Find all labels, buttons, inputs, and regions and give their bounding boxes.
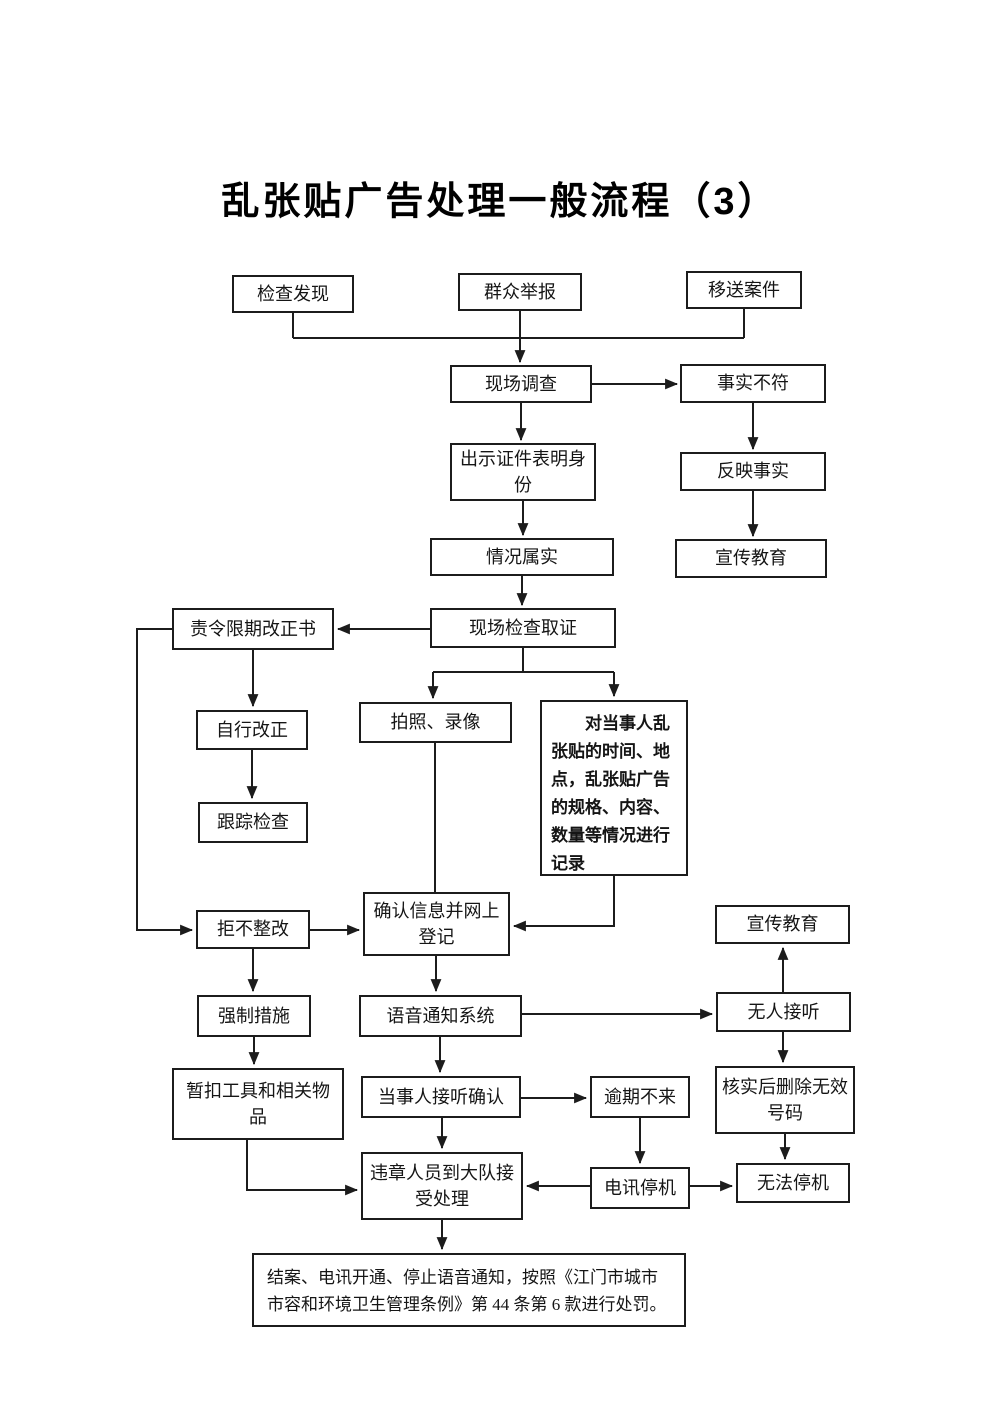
node-no-answer: 无人接听 [716,992,851,1032]
edge-record-details-to-confirm-register [512,876,615,932]
node-confirm-register: 确认信息并网上登记 [363,892,510,956]
node-self-correct: 自行改正 [196,710,308,750]
node-delete-invalid-numbers: 核实后删除无效号码 [715,1066,855,1134]
edge-rectification-order-to-refuse-rectify [136,628,194,936]
edge-confiscate-tools-to-violator-to-brigade [246,1140,359,1196]
node-facts-mismatch: 事实不符 [680,364,826,403]
node-inspection-found: 检查发现 [232,275,354,313]
node-confiscate-tools: 暂扣工具和相关物品 [172,1068,344,1140]
node-record-details: 对当事人乱张贴的时间、地点，乱张贴广告的规格、内容、数量等情况进行记录 [540,700,688,876]
node-publicity-education-top: 宣传教育 [675,539,827,578]
node-compulsory-measures: 强制措施 [197,995,311,1037]
node-onsite-investigation: 现场调查 [450,365,592,403]
node-refuse-rectify: 拒不整改 [196,910,310,949]
edge-group [136,309,791,1251]
node-party-answers: 当事人接听确认 [361,1076,521,1118]
node-telecom-suspension: 电讯停机 [590,1167,690,1209]
node-photo-video: 拍照、录像 [359,702,512,743]
node-reflect-facts: 反映事实 [680,452,826,491]
node-situation-true: 情况属实 [430,538,614,576]
node-transferred-case: 移送案件 [686,271,802,309]
node-show-credentials: 出示证件表明身份 [450,443,596,501]
node-overdue-no-show: 逾期不来 [590,1076,690,1118]
page-title: 乱张贴广告处理一般流程（3） [221,181,779,223]
node-public-report: 群众举报 [458,273,582,311]
node-case-closure: 结案、电讯开通、停止语音通知，按照《江门市城市市容和环境卫生管理条例》第 44 … [252,1253,686,1327]
node-violator-to-brigade: 违章人员到大队接受处理 [361,1152,523,1220]
node-cannot-suspend: 无法停机 [736,1163,850,1203]
node-rectification-order: 责令限期改正书 [172,608,334,650]
node-voice-notification: 语音通知系统 [359,995,522,1037]
node-onsite-evidence: 现场检查取证 [430,608,616,648]
node-publicity-education-right: 宣传教育 [715,905,850,944]
node-follow-up-check: 跟踪检查 [198,802,308,843]
